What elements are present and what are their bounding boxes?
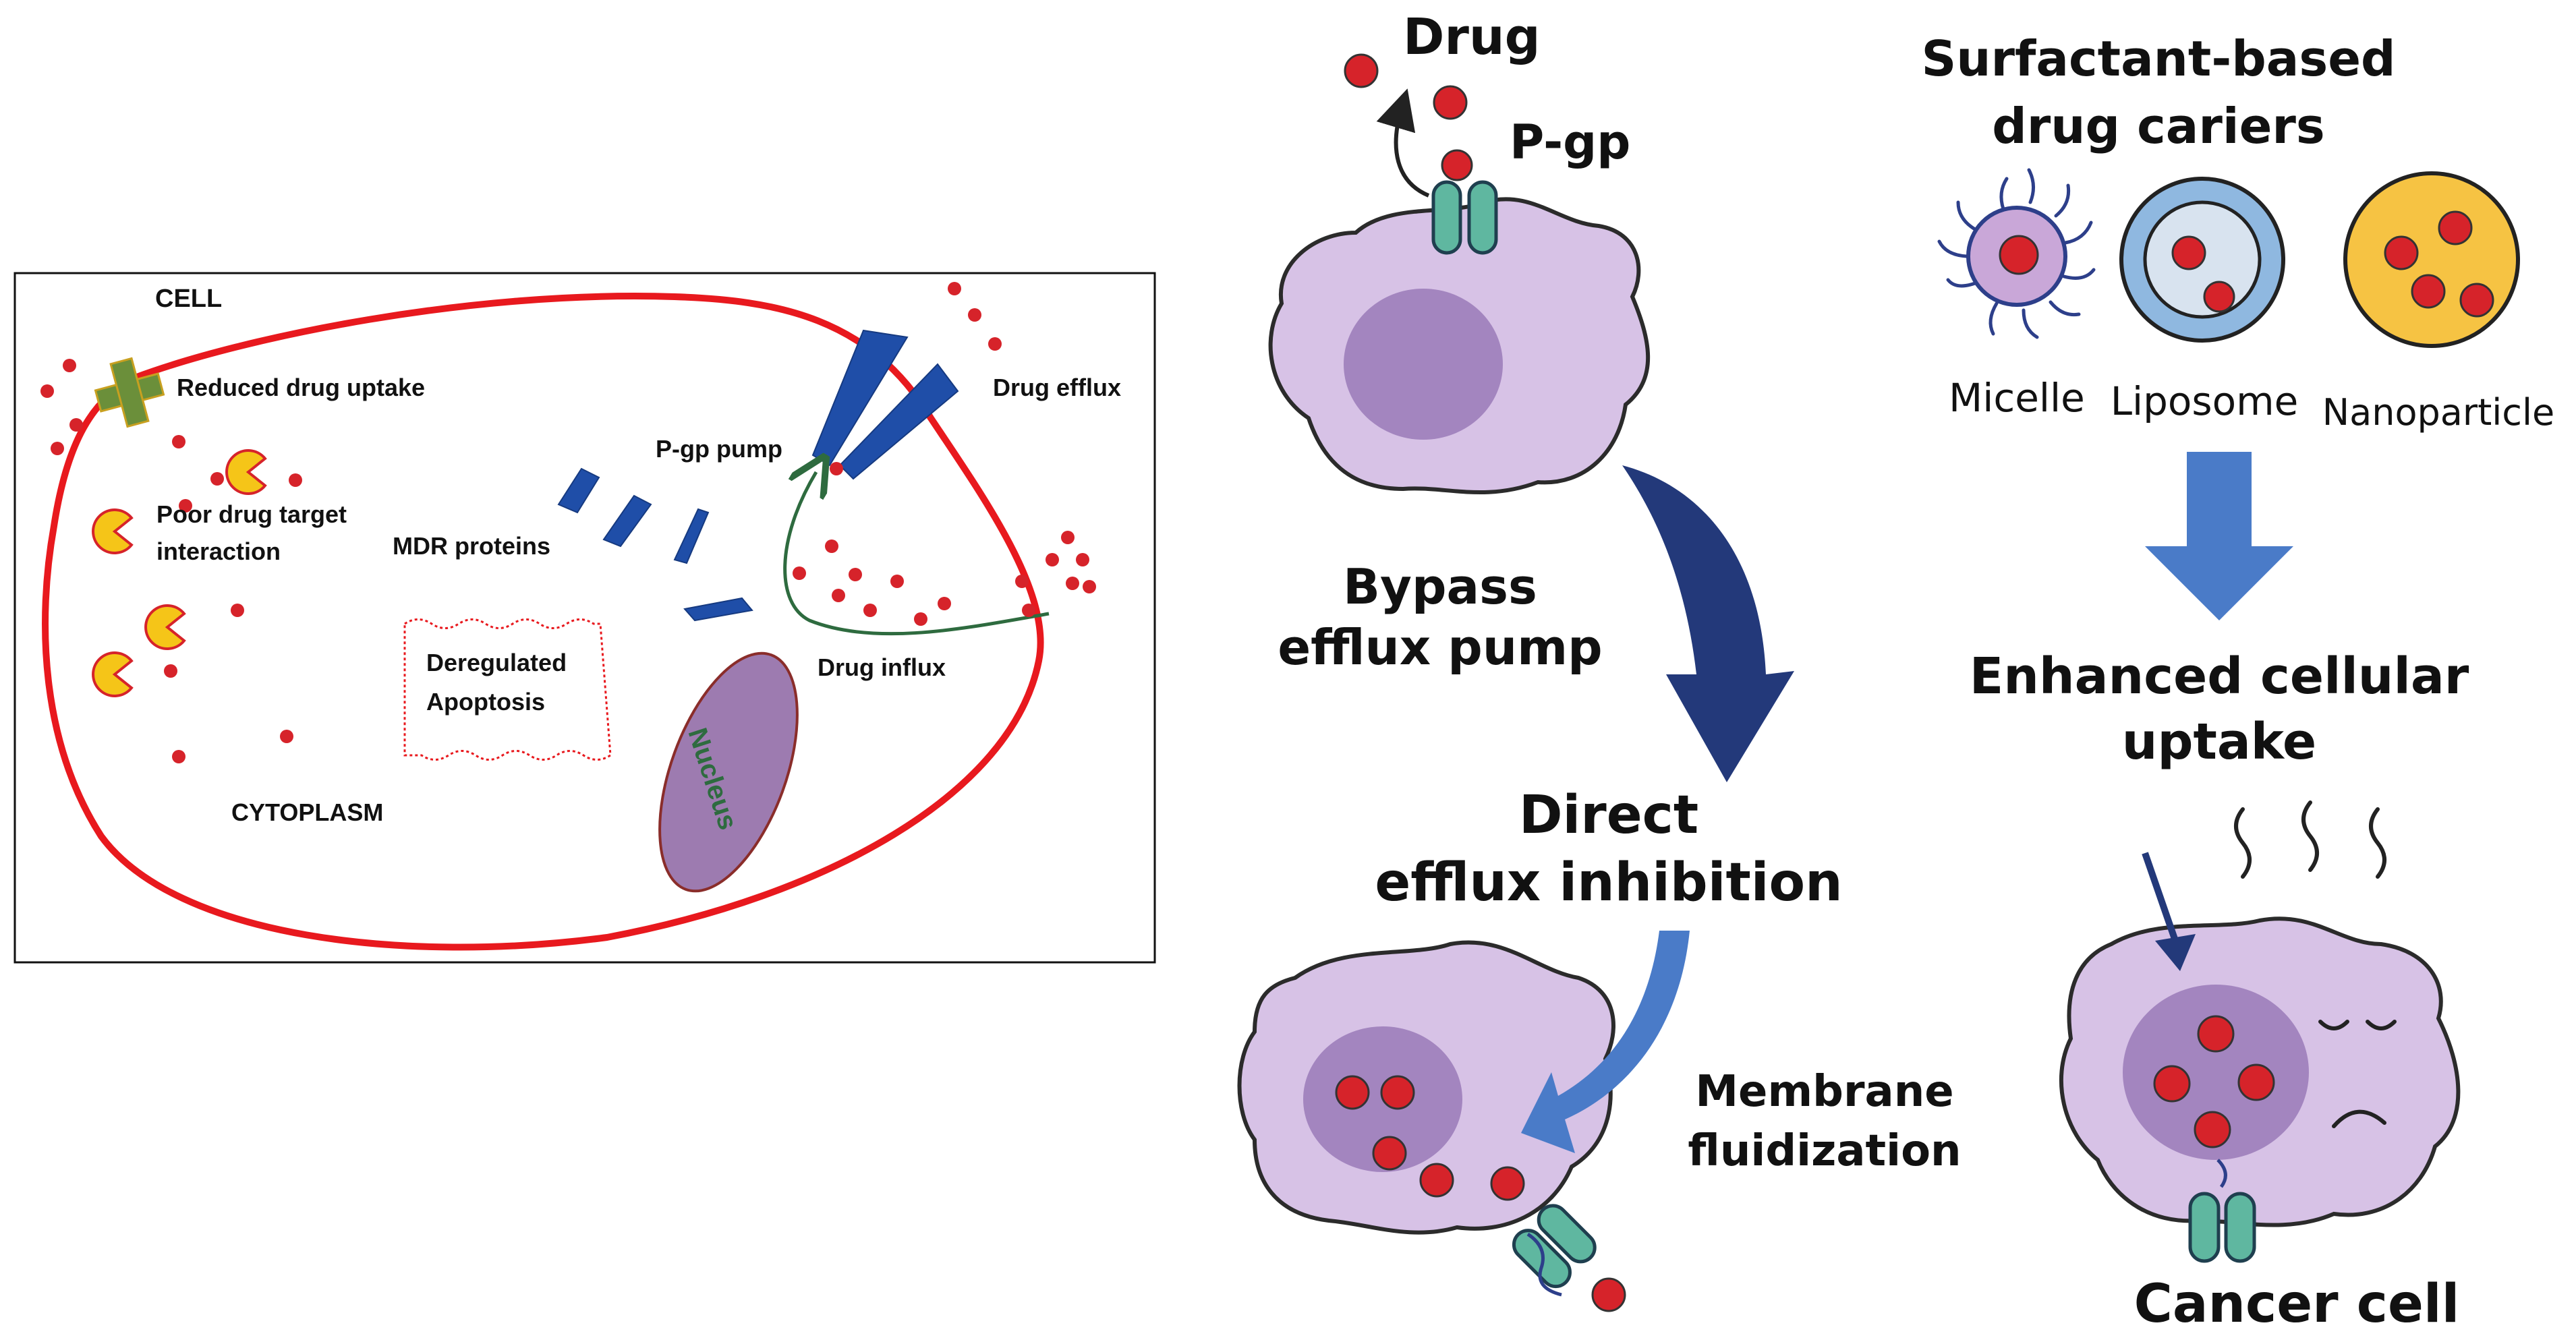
cell-top <box>1268 53 1651 495</box>
curved-arrow-dark <box>1622 465 1794 782</box>
nucleus <box>2123 985 2309 1160</box>
label-liposome: Liposome <box>2111 378 2299 424</box>
label-bypass-1: Bypass <box>1343 558 1537 615</box>
plus-icon <box>94 357 165 428</box>
label-drug-influx: Drug influx <box>818 653 946 681</box>
cell-bottom-left <box>1237 940 1626 1312</box>
cell-membrane <box>42 293 1044 951</box>
label-direct-1: Direct <box>1519 785 1698 846</box>
heat-waves-icon <box>2234 800 2386 879</box>
influx-arrow <box>783 472 1050 636</box>
sad-face-icon <box>2318 1020 2397 1128</box>
efflux-arrow <box>1376 88 1430 198</box>
pacman-icon <box>92 651 134 697</box>
label-drug-efflux: Drug efflux <box>993 374 1121 401</box>
pacman-icon <box>144 604 186 650</box>
micelle-icon <box>1937 168 2096 339</box>
label-surfactant-2: drug cariers <box>1992 98 2325 154</box>
label-drug: Drug <box>1403 8 1541 66</box>
label-membrane-2: fluidization <box>1688 1126 1961 1176</box>
right-panel: Drug P-gp Bypass efflux pump Surfactant-… <box>1237 8 2554 1335</box>
pgp-shard <box>838 363 959 480</box>
mdr-shard <box>602 494 652 548</box>
label-direct-2: efflux inhibition <box>1375 852 1842 913</box>
nucleus <box>1344 289 1503 440</box>
label-surfactant-1: Surfactant-based <box>1921 30 2395 87</box>
pgp-transporter <box>1431 180 1498 255</box>
label-enhanced-1: Enhanced cellular <box>1970 647 2469 705</box>
mdr-shard <box>683 597 753 622</box>
label-deregulated-2: Apoptosis <box>426 688 545 716</box>
label-mdr-proteins: MDR proteins <box>393 532 550 560</box>
target-icons <box>92 449 267 697</box>
label-cytoplasm: CYTOPLASM <box>231 798 383 826</box>
mdr-shard <box>673 508 710 564</box>
left-panel-frame <box>13 272 1156 964</box>
label-pgp-pump: P-gp pump <box>656 435 782 463</box>
down-arrow <box>2145 452 2293 620</box>
nucleus-left <box>658 651 799 893</box>
liposome-icon <box>2119 177 2285 343</box>
label-micelle: Micelle <box>1949 375 2085 421</box>
label-bypass-2: efflux pump <box>1278 619 1602 676</box>
label-pgp: P-gp <box>1510 115 1630 170</box>
label-poor-target-2: interaction <box>156 537 281 565</box>
pgp-transporter <box>2188 1192 2256 1263</box>
mdr-protein-shards <box>557 329 959 622</box>
label-enhanced-2: uptake <box>2122 713 2316 771</box>
label-cell: CELL <box>155 285 222 313</box>
drug-dots-left <box>40 282 1096 763</box>
curved-arrow-blue <box>1521 931 1690 1153</box>
uptake-arrow <box>2142 852 2179 942</box>
mdr-shard <box>557 467 600 514</box>
cancer-cell <box>2059 916 2461 1263</box>
pacman-icon <box>92 508 134 554</box>
label-reduced-uptake: Reduced drug uptake <box>177 374 425 401</box>
label-membrane-1: Membrane <box>1695 1067 1953 1117</box>
label-poor-target-1: Poor drug target <box>156 500 347 528</box>
nanoparticle-icon <box>2343 171 2520 348</box>
left-panel: CELL Reduced drug uptake Drug efflux Poo… <box>13 272 1156 964</box>
pacman-icon <box>225 449 267 495</box>
label-nanoparticle: Nanoparticle <box>2322 391 2554 434</box>
label-deregulated-1: Deregulated <box>426 649 567 676</box>
label-cancer-cell: Cancer cell <box>2134 1274 2460 1335</box>
